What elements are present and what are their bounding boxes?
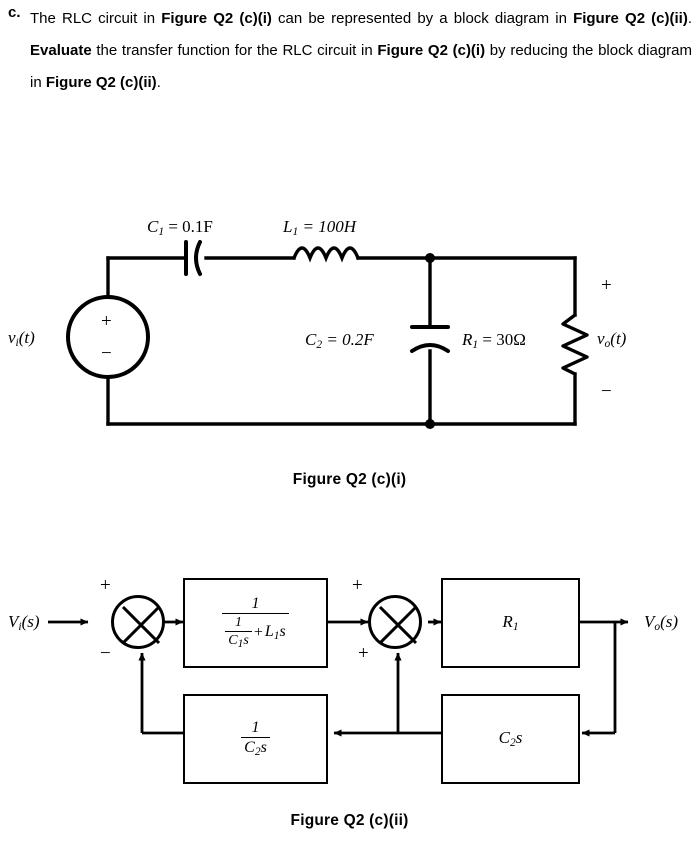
source-minus-sign: − bbox=[101, 343, 112, 364]
output-plus-sign: + bbox=[601, 275, 612, 296]
g1-den-frac-den: C1s bbox=[225, 631, 252, 651]
question-run-3: Figure Q2 (c)(ii) bbox=[573, 10, 688, 27]
block-feedback-c2s-label: C2s bbox=[498, 728, 523, 750]
block-diagram-lines bbox=[48, 618, 629, 737]
question-run-1: Figure Q2 (c)(i) bbox=[161, 10, 272, 27]
source-plus-sign: + bbox=[101, 311, 112, 332]
output-minus-sign: − bbox=[601, 381, 612, 402]
question-run-8: by reducing the block diagram in bbox=[30, 42, 692, 91]
capacitor-c2-label: C2 = 0.2F bbox=[305, 330, 374, 352]
question-run-0: The RLC circuit in bbox=[30, 10, 162, 27]
block-forward-lc-expression: 1 1 C1s + L1s bbox=[222, 594, 289, 652]
block-resistor-r1-label: R1 bbox=[502, 612, 519, 634]
input-voltage-label: vi(t) bbox=[8, 328, 35, 350]
inductor-l1-label: L1 = 100H bbox=[283, 217, 356, 239]
h1-numerator: 1 bbox=[251, 718, 260, 736]
capacitor-c1-label: C1 = 0.1F bbox=[147, 217, 213, 239]
block-resistor-r1[interactable]: R1 bbox=[441, 578, 580, 668]
sum2-plus-bottom-sign: + bbox=[358, 643, 369, 664]
circuit-schematic-lines bbox=[66, 240, 589, 429]
sum2-plus-top-sign: + bbox=[352, 575, 363, 596]
g1-numerator: 1 bbox=[251, 594, 260, 612]
question-run-7: Figure Q2 (c)(i) bbox=[377, 42, 486, 59]
summing-junction-2 bbox=[368, 595, 422, 649]
block-feedback-c2s[interactable]: C2s bbox=[441, 694, 580, 784]
question-marker: c. bbox=[8, 4, 21, 21]
block-forward-lc[interactable]: 1 1 C1s + L1s bbox=[183, 578, 328, 668]
question-run-5: Evaluate bbox=[30, 42, 92, 59]
resistor-r1-label: R1 = 30Ω bbox=[462, 330, 526, 352]
question-block: c. The RLC circuit in Figure Q2 (c)(i) c… bbox=[0, 0, 699, 140]
question-run-2: can be represented by a block diagram in bbox=[271, 10, 574, 27]
h1-denominator: C2s bbox=[241, 736, 270, 759]
figure-caption-ci: Figure Q2 (c)(i) bbox=[292, 471, 407, 488]
question-run-6: the transfer function for the RLC circui… bbox=[91, 42, 378, 59]
block-feedback-1-over-c2s[interactable]: 1 C2s bbox=[183, 694, 328, 784]
output-voltage-label: vo(t) bbox=[597, 329, 627, 351]
block-output-label: Vo(s) bbox=[644, 612, 679, 634]
question-run-4: . bbox=[687, 10, 693, 27]
block-feedback-expression: 1 C2s bbox=[241, 719, 270, 760]
figure-block-diagram: + − + + 1 1 C1s + L1s R1 bbox=[0, 540, 699, 840]
question-run-10: . bbox=[156, 74, 161, 91]
block-input-label: Vi(s) bbox=[8, 612, 40, 634]
figure-circuit-diagram: + − vi(t) C1 = 0.1F L1 = 100H C2 = 0.2F … bbox=[0, 196, 699, 496]
g1-den-frac-num: 1 bbox=[235, 614, 243, 630]
question-run-9: Figure Q2 (c)(ii) bbox=[45, 74, 157, 91]
summing-junction-1 bbox=[111, 595, 165, 649]
g1-den-plus: + bbox=[253, 623, 263, 641]
figure-caption-cii: Figure Q2 (c)(ii) bbox=[290, 812, 409, 829]
sum1-minus-sign: − bbox=[100, 643, 111, 664]
question-text: The RLC circuit in Figure Q2 (c)(i) can … bbox=[30, 3, 692, 99]
sum1-plus-sign: + bbox=[100, 575, 111, 596]
g1-den-term: L1s bbox=[264, 622, 286, 643]
